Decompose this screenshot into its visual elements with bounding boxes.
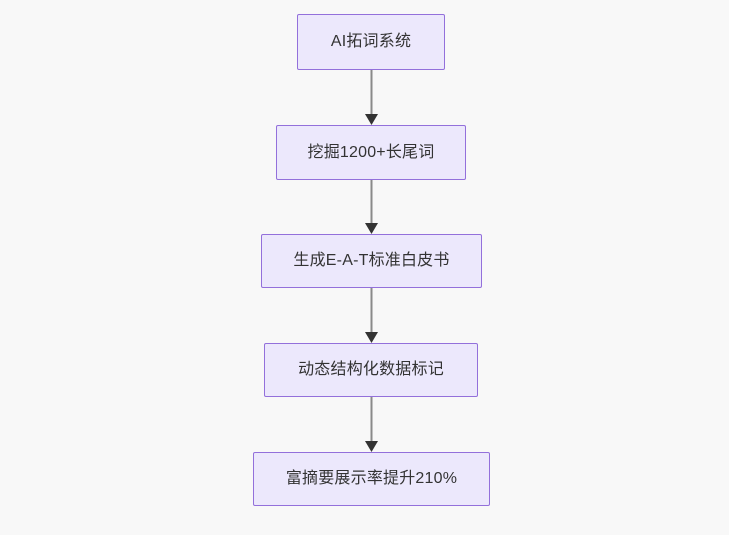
flow-node-5[interactable]: 富摘要展示率提升210% <box>253 452 490 506</box>
arrowhead-icon <box>364 332 378 343</box>
flow-node-4[interactable]: 动态结构化数据标记 <box>264 343 478 397</box>
flow-arrow-4 <box>364 397 378 452</box>
flow-node-label: AI拓词系统 <box>330 33 412 51</box>
flow-node-3[interactable]: 生成E-A-T标准白皮书 <box>261 234 482 288</box>
flow-node-label: 动态结构化数据标记 <box>298 361 444 379</box>
flow-node-label: 挖掘1200+长尾词 <box>307 143 435 161</box>
flow-node-1[interactable]: AI拓词系统 <box>297 14 445 70</box>
flow-node-2[interactable]: 挖掘1200+长尾词 <box>276 125 466 180</box>
flow-node-label: 富摘要展示率提升210% <box>285 470 458 488</box>
arrowhead-icon <box>364 441 378 452</box>
flow-arrow-1 <box>364 70 378 125</box>
arrowhead-icon <box>364 223 378 234</box>
flow-arrow-3 <box>364 288 378 343</box>
arrowhead-icon <box>364 114 378 125</box>
flow-node-label: 生成E-A-T标准白皮书 <box>293 252 450 270</box>
flow-arrow-2 <box>364 180 378 234</box>
